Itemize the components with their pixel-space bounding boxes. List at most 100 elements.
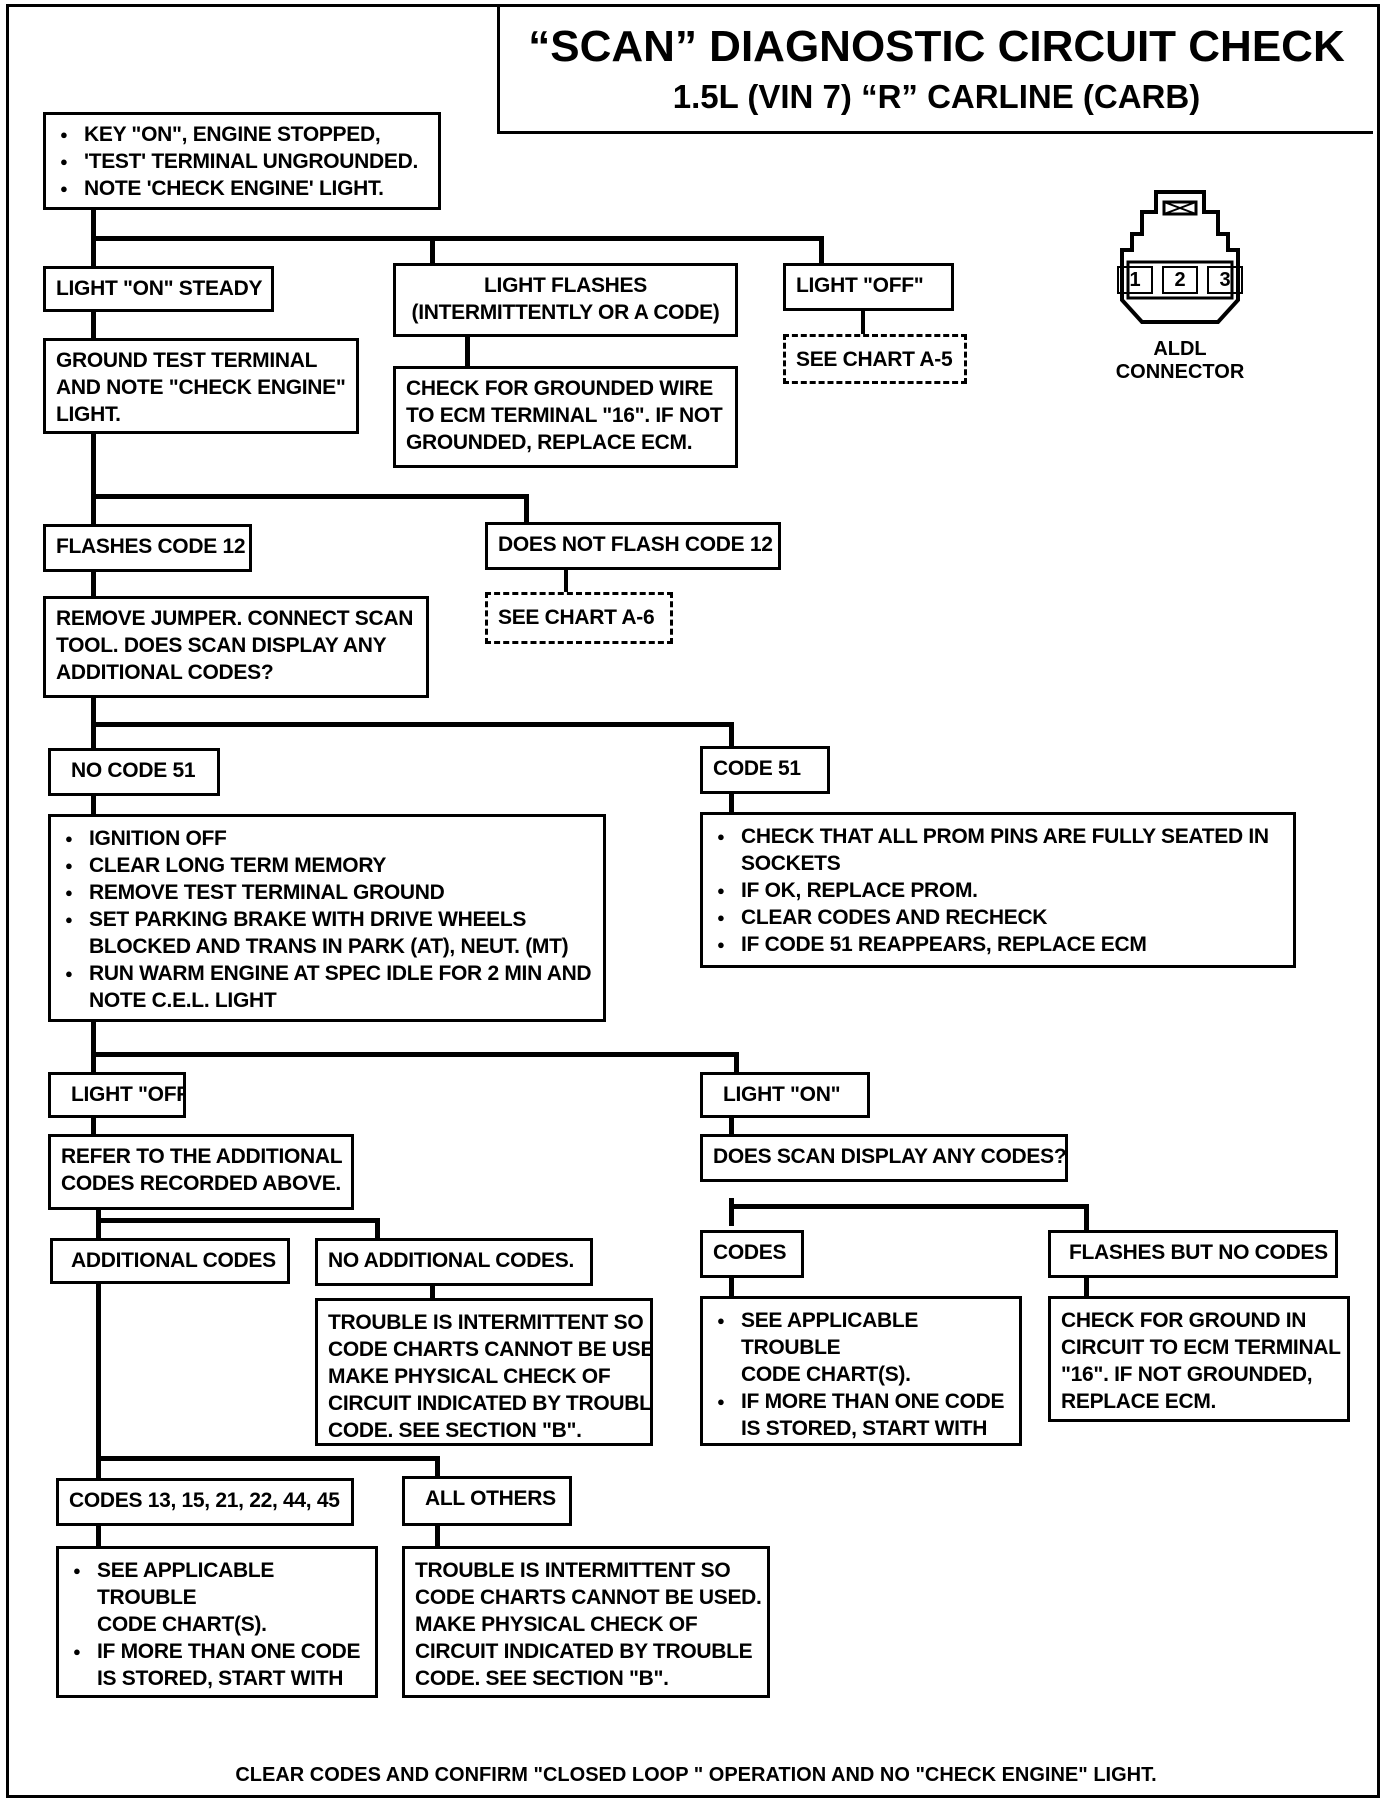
codes-list-box: CODES 13, 15, 21, 22, 44, 45 <box>56 1478 354 1526</box>
connector-line <box>819 236 824 266</box>
trouble-intermittent-2-line: CODE CHARTS CANNOT BE USED. <box>415 1586 762 1609</box>
trouble-intermittent-1-line: CIRCUIT INDICATED BY TROUBLE <box>328 1392 653 1415</box>
no-code-51-step: REMOVE TEST TERMINAL GROUND <box>61 879 593 906</box>
connector-line <box>564 566 568 594</box>
ground-test-box: GROUND TEST TERMINAL AND NOTE "CHECK ENG… <box>43 338 359 434</box>
connector-line <box>375 1218 380 1240</box>
light-flashes-line-2: (INTERMITTENTLY OR A CODE) <box>411 301 720 324</box>
connector-line <box>734 1204 1089 1209</box>
no-additional-codes-box: NO ADDITIONAL CODES. <box>315 1238 593 1286</box>
connector-line <box>729 792 734 816</box>
footer-instruction: CLEAR CODES AND CONFIRM "CLOSED LOOP " O… <box>235 1764 1157 1786</box>
no-code-51-box: NO CODE 51 <box>48 748 220 796</box>
trouble-intermittent-2-line: CIRCUIT INDICATED BY TROUBLE <box>415 1640 753 1663</box>
additional-codes-box: ADDITIONAL CODES <box>50 1238 290 1284</box>
code-51-step: CHECK THAT ALL PROM PINS ARE FULLY SEATE… <box>713 823 1283 877</box>
connector-line <box>91 236 824 241</box>
connector-line <box>729 722 734 748</box>
check-ground-circuit-box: CHECK FOR GROUND IN CIRCUIT TO ECM TERMI… <box>1048 1296 1350 1422</box>
start-step-cont: 'TEST' TERMINAL UNGROUNDED. <box>56 148 428 175</box>
flashes-code-12-box: FLASHES CODE 12 <box>43 524 252 572</box>
connector-line <box>96 1208 101 1240</box>
trouble-intermittent-2-line: TROUBLE IS INTERMITTENT SO <box>415 1559 731 1582</box>
aldl-connector-icon <box>1120 190 1240 324</box>
trouble-intermittent-box-2: TROUBLE IS INTERMITTENT SO CODE CHARTS C… <box>402 1546 770 1698</box>
codes-list-steps-box: SEE APPLICABLE TROUBLE CODE CHART(S). IF… <box>56 1546 378 1698</box>
aldl-label-line-1: ALDL <box>1153 338 1207 360</box>
light-off-top-box: LIGHT "OFF" <box>783 263 954 311</box>
connector-line <box>430 1282 435 1302</box>
all-others-box: ALL OTHERS <box>402 1476 572 1526</box>
trouble-intermittent-1-line: CODE CHARTS CANNOT BE USED. <box>328 1338 653 1361</box>
light-on-mid-box: LIGHT "ON" <box>700 1072 870 1118</box>
connector-line <box>524 494 529 526</box>
connector-line <box>91 494 528 499</box>
start-step: NOTE 'CHECK ENGINE' LIGHT. <box>56 175 428 202</box>
trouble-intermittent-1-line: MAKE PHYSICAL CHECK OF <box>328 1365 611 1388</box>
remove-jumper-line-2: TOOL. DOES SCAN DISPLAY ANY <box>56 634 387 657</box>
refer-additional-line-1: REFER TO THE ADDITIONAL <box>61 1145 343 1168</box>
refer-additional-box: REFER TO THE ADDITIONAL CODES RECORDED A… <box>48 1134 354 1210</box>
code-51-step: IF CODE 51 REAPPEARS, REPLACE ECM <box>713 931 1283 958</box>
check-grounded-line-3: GROUNDED, REPLACE ECM. <box>406 431 693 454</box>
check-ground-circuit-line: REPLACE ECM. <box>1061 1390 1217 1413</box>
connector-line <box>91 310 96 340</box>
codes-steps-box: SEE APPLICABLE TROUBLE CODE CHART(S). IF… <box>700 1296 1022 1446</box>
remove-jumper-box: REMOVE JUMPER. CONNECT SCAN TOOL. DOES S… <box>43 596 429 698</box>
connector-line <box>91 1052 739 1057</box>
connector-line <box>96 1282 101 1504</box>
codes-step: SEE APPLICABLE TROUBLE CODE CHART(S). <box>713 1307 1009 1388</box>
refer-additional-line-2: CODES RECORDED ABOVE. <box>61 1172 341 1195</box>
no-code-51-step: SET PARKING BRAKE WITH DRIVE WHEELS BLOC… <box>61 906 593 960</box>
check-ground-circuit-line: CIRCUIT TO ECM TERMINAL <box>1061 1336 1341 1359</box>
trouble-intermittent-box-1: TROUBLE IS INTERMITTENT SO CODE CHARTS C… <box>315 1298 653 1446</box>
trouble-intermittent-1-line: TROUBLE IS INTERMITTENT SO <box>328 1311 644 1334</box>
connector-line <box>729 1276 734 1298</box>
aldl-pin-2: 2 <box>1162 266 1198 294</box>
connector-line <box>91 794 96 818</box>
title-block: “SCAN” DIAGNOSTIC CIRCUIT CHECK 1.5L (VI… <box>497 6 1373 134</box>
connector-line <box>96 1524 101 1548</box>
connector-line <box>729 1198 734 1226</box>
flashes-but-no-codes-box: FLASHES BUT NO CODES <box>1048 1230 1338 1278</box>
title-line-1: “SCAN” DIAGNOSTIC CIRCUIT CHECK <box>528 22 1345 71</box>
light-flashes-line-1: LIGHT FLASHES <box>484 274 647 297</box>
remove-jumper-line-1: REMOVE JUMPER. CONNECT SCAN <box>56 607 414 630</box>
code-51-step: CLEAR CODES AND RECHECK <box>713 904 1283 931</box>
aldl-pin-3: 3 <box>1207 266 1243 294</box>
start-box: KEY "ON", ENGINE STOPPED, 'TEST' TERMINA… <box>43 112 441 210</box>
check-ground-circuit-line: CHECK FOR GROUND IN <box>1061 1309 1307 1332</box>
connector-line <box>91 1116 96 1140</box>
see-chart-a6-box: SEE CHART A-6 <box>485 592 673 644</box>
no-code-51-steps-box: IGNITION OFF CLEAR LONG TERM MEMORY REMO… <box>48 814 606 1022</box>
connector-line <box>1084 1204 1089 1232</box>
trouble-intermittent-2-line: CODE. SEE SECTION "B". <box>415 1667 669 1690</box>
does-scan-display-box: DOES SCAN DISPLAY ANY CODES? <box>700 1134 1068 1182</box>
check-grounded-line-2: TO ECM TERMINAL "16". IF NOT <box>406 404 723 427</box>
connector-line <box>729 1114 734 1134</box>
codes-box: CODES <box>700 1230 804 1278</box>
does-not-flash-code-12-box: DOES NOT FLASH CODE 12 <box>485 522 781 570</box>
trouble-intermittent-2-line: MAKE PHYSICAL CHECK OF <box>415 1613 698 1636</box>
connector-line <box>96 1456 440 1461</box>
no-code-51-step: RUN WARM ENGINE AT SPEC IDLE FOR 2 MIN A… <box>61 960 593 1014</box>
aldl-label: ALDL CONNECTOR <box>1100 338 1260 384</box>
page-frame <box>6 4 1380 1798</box>
connector-line <box>1084 1276 1089 1298</box>
code-51-box: CODE 51 <box>700 746 830 794</box>
connector-line <box>734 1052 739 1074</box>
connector-line <box>91 1020 96 1074</box>
codes-list-step: SEE APPLICABLE TROUBLE CODE CHART(S). <box>69 1557 365 1638</box>
remove-jumper-line-3: ADDITIONAL CODES? <box>56 661 274 684</box>
aldl-label-line-2: CONNECTOR <box>1115 361 1245 383</box>
codes-list-step: IF MORE THAN ONE CODE IS STORED, START W… <box>69 1638 365 1695</box>
check-grounded-box: CHECK FOR GROUNDED WIRE TO ECM TERMINAL … <box>393 366 738 468</box>
ground-test-line-1: GROUND TEST TERMINAL <box>56 349 318 372</box>
title-line-2: 1.5L (VIN 7) “R” CARLINE (CARB) <box>672 78 1201 115</box>
check-grounded-line-1: CHECK FOR GROUNDED WIRE <box>406 377 713 400</box>
connector-line <box>91 570 96 598</box>
code-51-steps-box: CHECK THAT ALL PROM PINS ARE FULLY SEATE… <box>700 812 1296 968</box>
connector-line <box>435 1524 440 1548</box>
connector-line <box>96 1218 380 1223</box>
connector-line <box>91 722 734 727</box>
